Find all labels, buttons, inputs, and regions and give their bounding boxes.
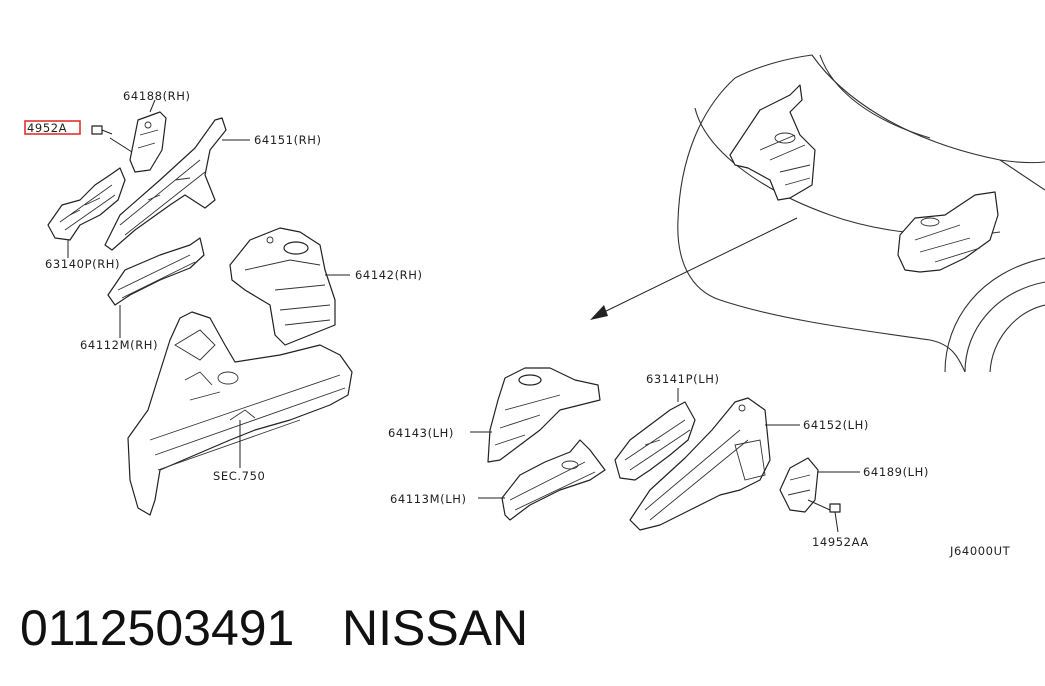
part-64151-rh [104,117,250,251]
label-64189: 64189(LH) [863,465,929,479]
label-diagram-code: J64000UT [949,544,1011,558]
car-inner-strut-rh [729,84,816,201]
car-inner-strut-lh [897,191,999,273]
part-64143-lh [470,367,601,463]
label-63140p: 63140P(RH) [45,257,120,271]
label-sec750: SEC.750 [213,469,265,483]
label-14952aa: 14952AA [812,535,869,549]
highlight-box-14952a [24,120,81,135]
bolt-14952aa-lh [807,499,841,533]
vehicle-outline [590,54,1045,373]
part-64188-rh [129,99,167,173]
label-64142: 64142(RH) [355,268,423,282]
label-64113m: 64113M(LH) [390,492,467,506]
label-64152: 64152(LH) [803,418,869,432]
part-63141p-lh [614,388,696,481]
part-64189-lh [779,457,860,513]
label-63141p: 63141P(LH) [646,372,720,386]
section-750-assembly [127,311,353,516]
bolt-14952a-rh [91,125,133,153]
part-64152-lh [629,397,800,531]
footer-brand: NISSAN [342,600,528,656]
part-64113m-lh [478,439,606,521]
part-63140p-rh [47,167,126,258]
label-64143: 64143(LH) [388,426,454,440]
label-64151: 64151(RH) [254,133,322,147]
label-64188: 64188(RH) [123,89,191,103]
footer-part-number: 0112503491 [20,600,294,656]
part-64112m-rh [107,237,205,338]
part-64142-rh [229,227,350,346]
label-14952a: 4952A [27,121,67,135]
label-64112m: 64112M(RH) [80,338,158,352]
